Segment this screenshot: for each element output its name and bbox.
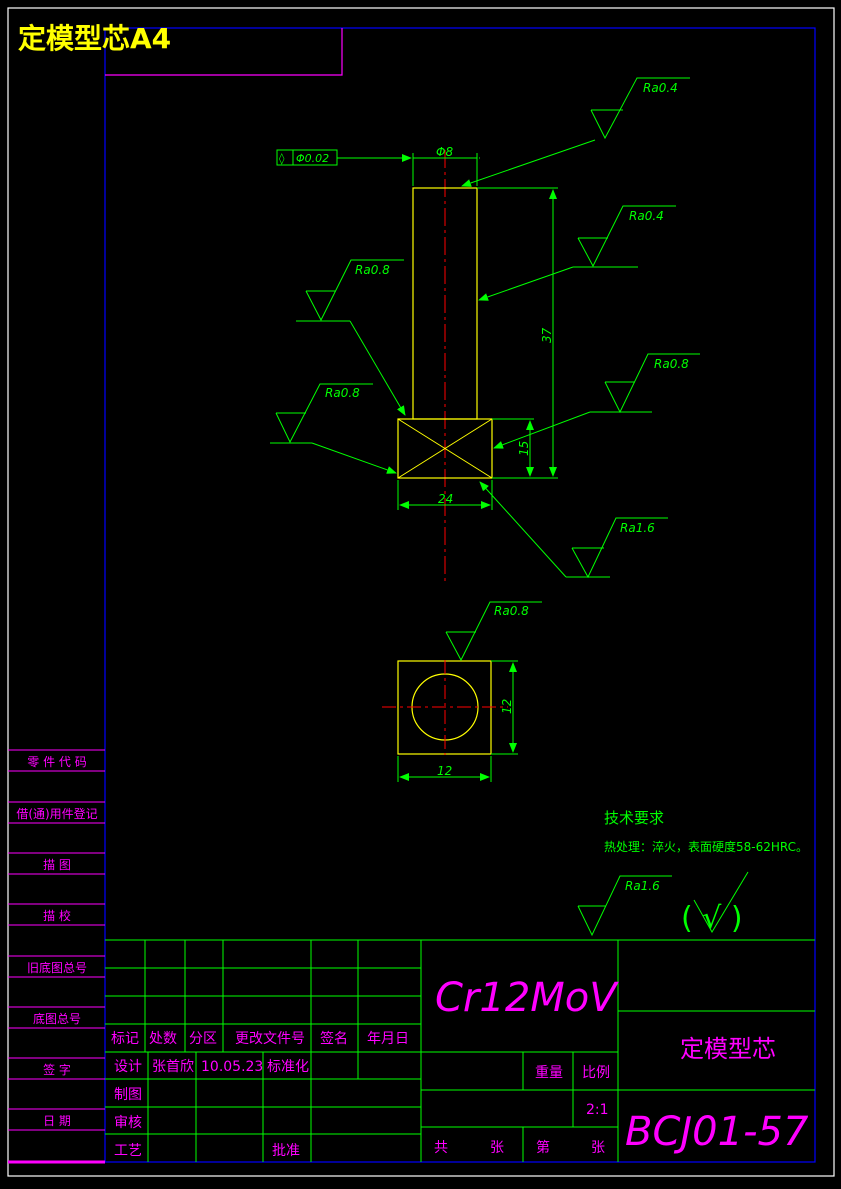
dim-diameter-text: Φ8 — [436, 145, 453, 159]
tb-draw-label: 制图 — [114, 1087, 142, 1103]
tb-header-mark: 标记 — [111, 1031, 139, 1047]
dim-square-height-text: 12 — [500, 699, 514, 714]
tb-drawing-no: BCJ01-57 — [625, 1109, 809, 1155]
dim-length — [477, 187, 558, 479]
title-corner-box — [105, 28, 343, 76]
roughness-square-symbol — [445, 601, 542, 662]
title-block-grid — [105, 939, 815, 1162]
tb-header-count: 处数 — [149, 1031, 177, 1047]
dim-square-width — [397, 756, 492, 782]
tb-approve-label: 批准 — [272, 1143, 300, 1159]
tolerance-value: Φ0.02 — [296, 152, 329, 165]
left-label-trace: 描 图 — [43, 858, 71, 872]
roughness-top-symbol — [461, 77, 690, 187]
dim-length-text: 37 — [540, 327, 554, 343]
tolerance-frame — [276, 149, 380, 166]
tb-material: Cr12MoV — [435, 975, 619, 1021]
roughness-bottom-head-text: Ra1.6 — [620, 521, 655, 535]
dim-head-height-text: 15 — [517, 441, 531, 456]
tb-process-label: 工艺 — [114, 1143, 142, 1159]
left-label-part-code: 零 件 代 码 — [27, 755, 86, 769]
left-label-trace-check: 描 校 — [43, 908, 71, 923]
left-label-old-base: 旧底图总号 — [27, 960, 87, 975]
roughness-right-head-text: Ra0.8 — [654, 357, 689, 371]
tb-standard-label: 标准化 — [267, 1059, 309, 1075]
roughness-general-bracket: ( √ ) — [681, 901, 743, 936]
tb-sheet-label-2: 张 — [591, 1140, 605, 1156]
dim-diameter — [380, 153, 480, 186]
dim-head-height — [492, 418, 534, 477]
left-label-base: 底图总号 — [33, 1011, 81, 1026]
tb-header-sign: 签名 — [320, 1030, 348, 1047]
tb-scale-label: 比例 — [582, 1065, 610, 1081]
roughness-general-symbol — [577, 871, 749, 937]
tb-design-label: 设计 — [114, 1059, 142, 1075]
tb-page-label: 第 — [536, 1139, 550, 1156]
tech-title: 技术要求 — [604, 809, 664, 827]
left-label-date: 日 期 — [43, 1114, 71, 1128]
tech-line-1: 热处理：淬火，表面硬度58-62HRC。 — [604, 839, 808, 854]
sheet-title: 定模型芯A4 — [18, 22, 171, 55]
roughness-left-upper-text: Ra0.8 — [355, 263, 390, 277]
tb-weight-label: 重量 — [535, 1065, 563, 1081]
tb-date: 10.05.23 — [201, 1059, 263, 1075]
tb-header-change-doc: 更改文件号 — [235, 1031, 305, 1047]
dim-square-width-text: 12 — [437, 764, 452, 778]
tb-total-label: 共 — [434, 1140, 448, 1156]
inner-frame — [104, 27, 816, 1163]
tb-scale-value: 2:1 — [586, 1102, 609, 1118]
roughness-left-upper-symbol — [296, 259, 406, 416]
roughness-shaft-text: Ra0.4 — [629, 209, 664, 223]
head-cross-2 — [397, 418, 493, 479]
roughness-right-head-symbol — [493, 353, 700, 449]
roughness-general-text: Ra1.6 — [625, 879, 660, 893]
tb-sheet-label: 张 — [490, 1140, 504, 1156]
left-column — [8, 749, 105, 1164]
roughness-left-lower-text: Ra0.8 — [325, 386, 360, 400]
left-label-sign: 签 字 — [43, 1062, 71, 1077]
roughness-left-lower-symbol — [270, 383, 397, 474]
dim-head-width-text: 24 — [438, 492, 453, 506]
left-label-borrow: 借(通)用件登记 — [16, 806, 97, 821]
roughness-square-text: Ra0.8 — [494, 604, 529, 618]
tb-header-date: 年月日 — [367, 1031, 409, 1047]
roughness-bottom-head-symbol — [479, 481, 668, 579]
tolerance-symbol: ◊ — [279, 152, 285, 165]
outer-border — [7, 7, 835, 1177]
head-outline — [397, 418, 493, 479]
roughness-shaft-symbol — [478, 205, 676, 301]
tb-designer: 张首欣 — [152, 1059, 194, 1075]
tb-check-label: 审核 — [114, 1115, 142, 1131]
roughness-top-text: Ra0.4 — [643, 81, 678, 95]
tb-part-name: 定模型芯 — [680, 1035, 776, 1063]
dim-square-height — [491, 660, 518, 755]
tb-header-zone: 分区 — [189, 1031, 217, 1047]
